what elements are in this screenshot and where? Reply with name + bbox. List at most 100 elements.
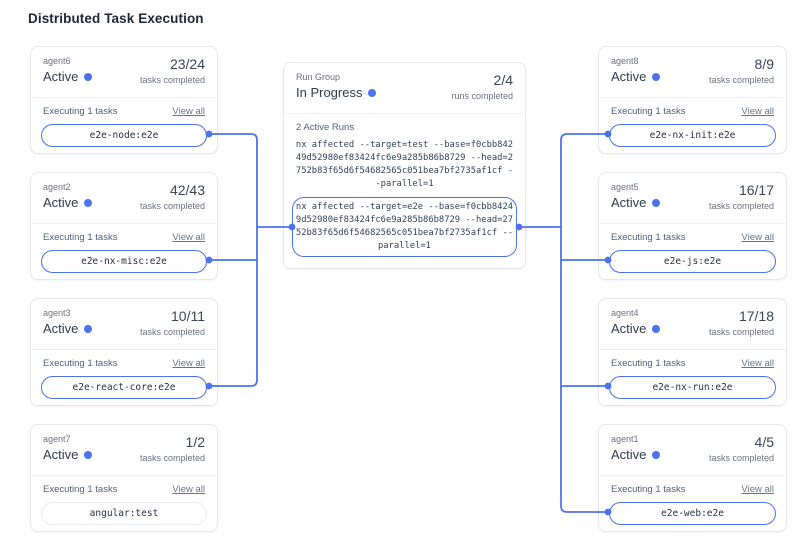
executing-label: Executing 1 tasks	[43, 484, 118, 495]
agent-card: agent8 Active 8/9 tasks completed Execut…	[598, 46, 787, 154]
agent-name: agent2	[43, 182, 71, 192]
agent-name: agent6	[43, 56, 71, 66]
view-all-link[interactable]: View all	[741, 358, 774, 369]
agent-name: agent1	[611, 434, 639, 444]
agent-status: Active	[43, 195, 79, 210]
status-dot-icon	[84, 199, 93, 207]
run-group-card: Run Group In Progress 2/4 runs completed…	[283, 62, 526, 269]
agent-status: Active	[611, 447, 647, 462]
agent-card-header: agent8 Active 8/9 tasks completed	[599, 47, 786, 98]
executing-label: Executing 1 tasks	[43, 358, 118, 369]
agent-card-body: Executing 1 tasks View all e2e-react-cor…	[31, 350, 217, 399]
agent-card-body: Executing 1 tasks View all e2e-nx-init:e…	[599, 98, 786, 147]
agent-name: agent8	[611, 56, 639, 66]
tasks-progress: 17/18	[738, 308, 774, 324]
status-dot-icon	[84, 451, 93, 459]
run-group-label: Run Group	[296, 72, 341, 82]
task-box[interactable]: e2e-js:e2e	[609, 250, 776, 273]
executing-label: Executing 1 tasks	[611, 232, 686, 243]
agent-status: Active	[43, 447, 79, 462]
view-all-link[interactable]: View all	[741, 232, 774, 243]
executing-label: Executing 1 tasks	[611, 358, 686, 369]
tasks-completed-label: tasks completed	[139, 75, 205, 85]
runs-completed-label: runs completed	[451, 91, 513, 101]
agent-card: agent6 Active 23/24 tasks completed Exec…	[30, 46, 218, 154]
active-runs-label: 2 Active Runs	[296, 122, 355, 133]
task-box[interactable]: e2e-nx-misc:e2e	[41, 250, 207, 273]
tasks-progress: 16/17	[738, 182, 774, 198]
agent-card: agent7 Active 1/2 tasks completed Execut…	[30, 424, 218, 532]
run-command[interactable]: nx affected --target=e2e --base=f0cbb842…	[292, 197, 517, 257]
tasks-progress: 23/24	[169, 56, 205, 72]
agent-column-left: agent6 Active 23/24 tasks completed Exec…	[30, 46, 218, 532]
view-all-link[interactable]: View all	[172, 484, 205, 495]
agent-name: agent5	[611, 182, 639, 192]
agent-card-header: agent1 Active 4/5 tasks completed	[599, 425, 786, 476]
agent-card-body: Executing 1 tasks View all e2e-nx-misc:e…	[31, 224, 217, 273]
tasks-completed-label: tasks completed	[139, 201, 205, 211]
status-dot-icon	[652, 199, 661, 207]
executing-label: Executing 1 tasks	[43, 106, 118, 117]
tasks-completed-label: tasks completed	[708, 453, 774, 463]
agent-status: Active	[611, 321, 647, 336]
task-box[interactable]: e2e-nx-run:e2e	[609, 376, 776, 399]
run-group-body: 2 Active Runs nx affected --target=test …	[284, 122, 525, 257]
tasks-progress: 1/2	[185, 434, 205, 450]
run-group-status: In Progress	[296, 85, 363, 100]
tasks-progress: 4/5	[754, 434, 774, 450]
run-group-header: Run Group In Progress 2/4 runs completed	[284, 63, 525, 114]
tasks-completed-label: tasks completed	[708, 75, 774, 85]
tasks-progress: 42/43	[169, 182, 205, 198]
agent-card: agent2 Active 42/43 tasks completed Exec…	[30, 172, 218, 280]
agent-status: Active	[611, 69, 647, 84]
agent-name: agent7	[43, 434, 71, 444]
executing-label: Executing 1 tasks	[611, 484, 686, 495]
agent-card-body: Executing 1 tasks View all e2e-js:e2e	[599, 224, 786, 273]
runs-progress: 2/4	[493, 72, 513, 88]
agent-card-body: Executing 1 tasks View all e2e-web:e2e	[599, 476, 786, 525]
agent-status: Active	[43, 69, 79, 84]
task-box[interactable]: e2e-web:e2e	[609, 502, 776, 525]
executing-label: Executing 1 tasks	[43, 232, 118, 243]
run-command[interactable]: nx affected --target=test --base=f0cbb84…	[295, 140, 514, 189]
status-dot-icon	[652, 451, 661, 459]
agent-card-body: Executing 1 tasks View all e2e-nx-run:e2…	[599, 350, 786, 399]
view-all-link[interactable]: View all	[172, 358, 205, 369]
task-box[interactable]: angular:test	[41, 502, 207, 525]
agent-card-body: Executing 1 tasks View all e2e-node:e2e	[31, 98, 217, 147]
status-dot-icon	[84, 73, 93, 81]
task-box[interactable]: e2e-nx-init:e2e	[609, 124, 776, 147]
agent-name: agent4	[611, 308, 639, 318]
agent-card-header: agent4 Active 17/18 tasks completed	[599, 299, 786, 350]
agent-card-body: Executing 1 tasks View all angular:test	[31, 476, 217, 525]
agent-name: agent3	[43, 308, 71, 318]
status-dot-icon	[84, 325, 93, 333]
view-all-link[interactable]: View all	[172, 106, 205, 117]
page-title: Distributed Task Execution	[28, 11, 204, 26]
view-all-link[interactable]: View all	[172, 232, 205, 243]
agent-card: agent5 Active 16/17 tasks completed Exec…	[598, 172, 787, 280]
agent-card-header: agent7 Active 1/2 tasks completed	[31, 425, 217, 476]
tasks-progress: 10/11	[171, 308, 205, 324]
executing-label: Executing 1 tasks	[611, 106, 686, 117]
task-box[interactable]: e2e-node:e2e	[41, 124, 207, 147]
tasks-completed-label: tasks completed	[139, 327, 205, 337]
agent-card-header: agent2 Active 42/43 tasks completed	[31, 173, 217, 224]
agent-card: agent1 Active 4/5 tasks completed Execut…	[598, 424, 787, 532]
tasks-completed-label: tasks completed	[708, 327, 774, 337]
status-dot-icon	[368, 89, 377, 97]
agent-column-right: agent8 Active 8/9 tasks completed Execut…	[598, 46, 787, 532]
agent-card-header: agent3 Active 10/11 tasks completed	[31, 299, 217, 350]
agent-status: Active	[43, 321, 79, 336]
view-all-link[interactable]: View all	[741, 106, 774, 117]
status-dot-icon	[652, 325, 661, 333]
agent-status: Active	[611, 195, 647, 210]
task-box[interactable]: e2e-react-core:e2e	[41, 376, 207, 399]
agent-card-header: agent6 Active 23/24 tasks completed	[31, 47, 217, 98]
status-dot-icon	[652, 73, 661, 81]
view-all-link[interactable]: View all	[741, 484, 774, 495]
tasks-completed-label: tasks completed	[139, 453, 205, 463]
tasks-completed-label: tasks completed	[708, 201, 774, 211]
agent-card: agent4 Active 17/18 tasks completed Exec…	[598, 298, 787, 406]
tasks-progress: 8/9	[754, 56, 774, 72]
